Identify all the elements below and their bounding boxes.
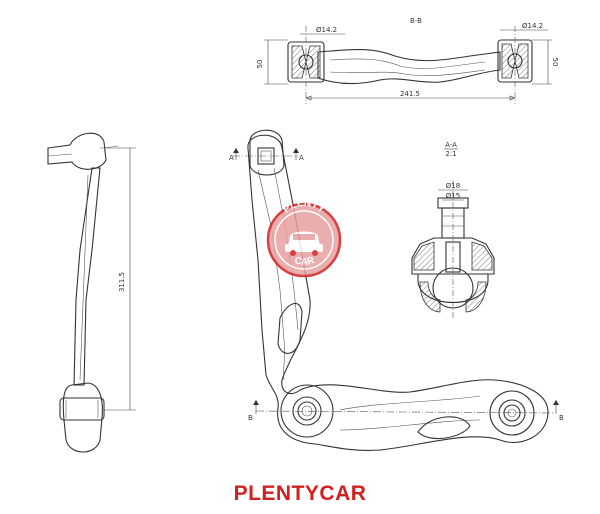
front-arm-slot bbox=[277, 302, 303, 354]
top-arm-outline bbox=[317, 49, 501, 85]
side-arm bbox=[73, 167, 101, 386]
detail-scale: 2:1 bbox=[445, 150, 456, 158]
top-right-diameter: Ø14.2 bbox=[522, 22, 543, 30]
front-right-bushing bbox=[489, 390, 535, 436]
brand-name: PLENTYCAR bbox=[233, 482, 367, 505]
top-section-label: B-B bbox=[410, 17, 422, 25]
detail-dia-inner: Ø15 bbox=[446, 192, 460, 200]
top-left-height: 50 bbox=[256, 60, 264, 69]
mark-b-right: B bbox=[559, 414, 564, 422]
section-mark-b: B B bbox=[248, 400, 564, 422]
top-length: 241.5 bbox=[400, 90, 420, 98]
top-right-bushing bbox=[497, 39, 533, 83]
side-height: 311.5 bbox=[118, 272, 126, 292]
logo-bottom-text: CAR bbox=[293, 255, 317, 268]
top-right-height: 50 bbox=[551, 58, 559, 67]
mark-a-left: A bbox=[229, 154, 234, 162]
plentycar-logo: PLENTY CAR bbox=[266, 198, 342, 278]
front-view: A A B B bbox=[229, 129, 564, 451]
top-left-diameter: Ø14.2 bbox=[316, 26, 337, 34]
side-ball-joint bbox=[47, 132, 107, 170]
car-icon bbox=[285, 231, 323, 256]
front-arm-outline bbox=[247, 134, 549, 451]
top-view: B-B Ø14.2 Ø14.2 50 50 241.5 bbox=[256, 17, 559, 104]
section-mark-a: A A bbox=[229, 148, 304, 162]
detail-section-label: A-A bbox=[445, 141, 457, 149]
mark-a-right: A bbox=[299, 154, 304, 162]
detail-dia-outer: Ø18 bbox=[446, 182, 460, 190]
side-view: 311.5 bbox=[47, 132, 136, 453]
logo-top-text: PLENTY bbox=[281, 198, 327, 216]
detail-a-a: A-A 2:1 Ø18 Ø15 bbox=[411, 141, 495, 320]
mark-b-left: B bbox=[248, 414, 253, 422]
side-lower-bushing bbox=[62, 382, 103, 453]
